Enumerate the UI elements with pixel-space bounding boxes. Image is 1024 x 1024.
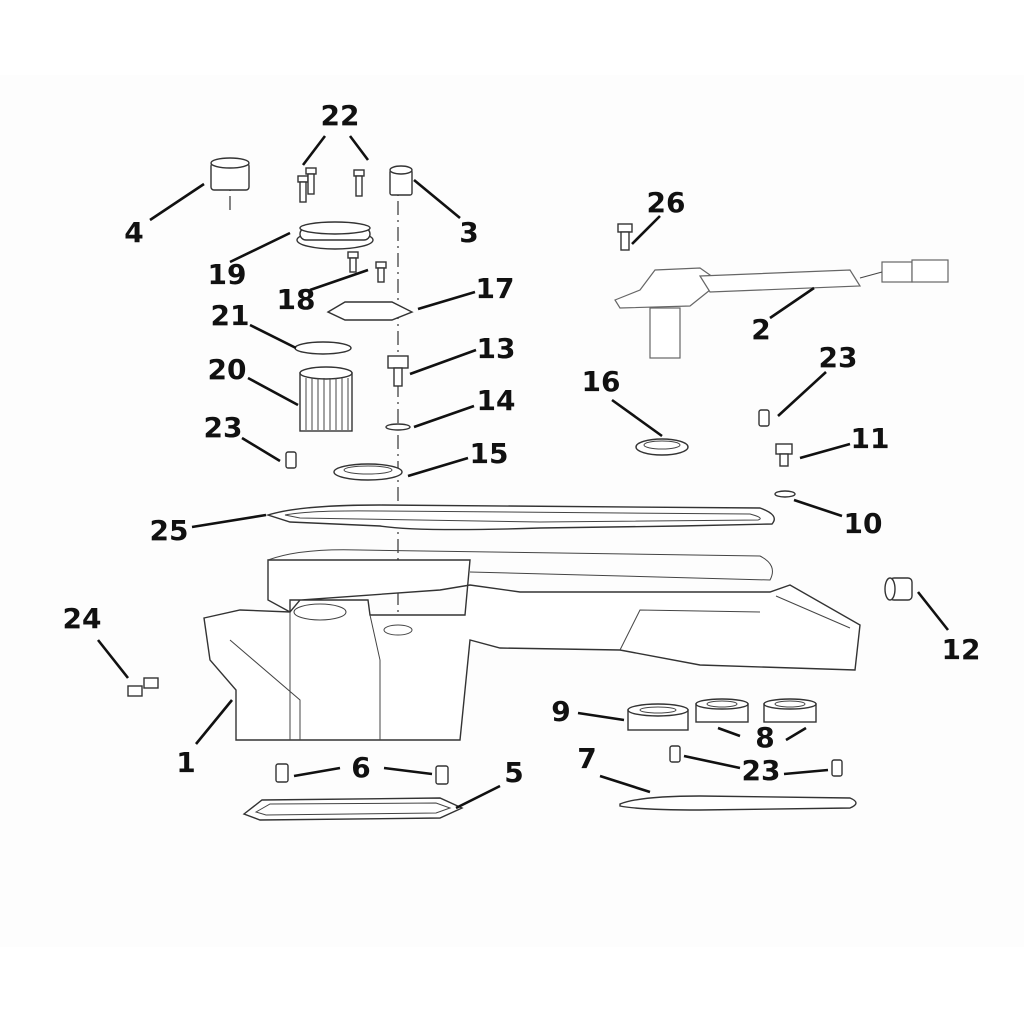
part-23-dowel-lower-left <box>669 745 681 763</box>
part-5-gasket <box>242 797 464 821</box>
part-13-drain-bolt <box>387 355 409 387</box>
part-21-o-ring <box>294 341 352 355</box>
callout-24: 24 <box>62 602 102 635</box>
callout-26: 26 <box>646 186 686 219</box>
callout-18: 18 <box>276 283 316 316</box>
callout-25: 25 <box>149 514 189 547</box>
part-6-dowel-right <box>435 765 449 785</box>
callout-8: 8 <box>755 721 775 754</box>
callout-4: 4 <box>124 216 144 249</box>
part-7-gasket <box>619 795 857 811</box>
part-23-dowel-right <box>758 409 770 427</box>
part-18-screws <box>347 251 387 283</box>
part-20-filter-element <box>299 366 353 432</box>
callout-3: 3 <box>459 216 479 249</box>
callout-22: 22 <box>320 99 360 132</box>
part-6-dowel-left <box>275 763 289 783</box>
part-1-crankcase-cover <box>203 549 861 741</box>
part-25-cover-gasket <box>265 504 775 531</box>
callout-12: 12 <box>941 633 981 666</box>
callout-19: 19 <box>207 258 247 291</box>
part-8-bearings <box>695 698 817 723</box>
callout-23-lower: 23 <box>741 754 781 787</box>
callout-9: 9 <box>551 695 571 728</box>
callout-5: 5 <box>504 756 524 789</box>
part-22-bolts <box>297 167 365 203</box>
callout-13: 13 <box>476 332 516 365</box>
part-4-bushing <box>210 157 250 191</box>
part-2-speed-sensor <box>614 259 949 359</box>
part-10-washer <box>774 490 796 498</box>
part-3-bushing <box>389 165 413 196</box>
part-19-filter-cap <box>296 221 374 250</box>
part-11-bolt <box>775 443 793 467</box>
callout-20: 20 <box>207 353 247 386</box>
callout-16: 16 <box>581 365 621 398</box>
callout-14: 14 <box>476 384 516 417</box>
callout-11: 11 <box>850 422 890 455</box>
leader-lines <box>96 135 950 810</box>
part-14-washer <box>385 423 411 431</box>
part-17-gasket <box>326 301 414 321</box>
callout-15: 15 <box>469 437 509 470</box>
part-23-dowel-lower-right <box>831 759 843 777</box>
part-9-bearing <box>627 703 689 731</box>
part-24-clips <box>127 677 159 697</box>
callout-1: 1 <box>176 746 196 779</box>
callout-17: 17 <box>475 272 515 305</box>
part-12-plug <box>884 577 913 601</box>
callout-2: 2 <box>751 313 771 346</box>
callout-23-right: 23 <box>818 341 858 374</box>
callout-23-left: 23 <box>203 411 243 444</box>
callout-10: 10 <box>843 507 883 540</box>
part-26-bolt <box>617 223 633 251</box>
part-15-seal <box>333 463 403 481</box>
callout-21: 21 <box>210 299 250 332</box>
part-23-dowel-left <box>285 451 297 469</box>
callout-6: 6 <box>351 751 371 784</box>
callout-7: 7 <box>577 742 597 775</box>
part-16-seal <box>635 438 689 456</box>
